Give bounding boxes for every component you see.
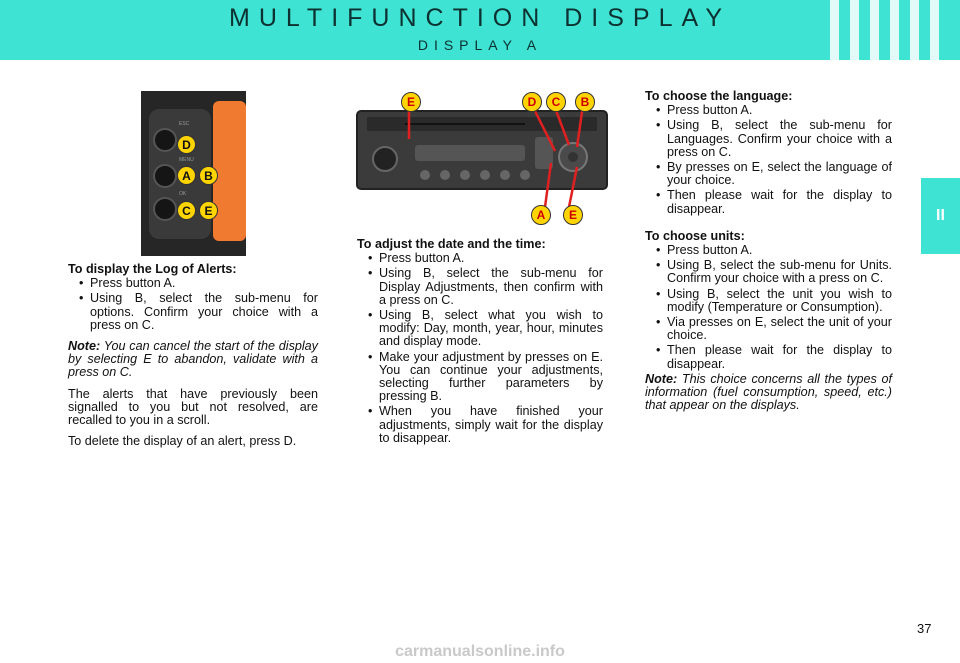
label-b-radio: B bbox=[575, 92, 595, 112]
page-header: MULTIFUNCTION DISPLAY DISPLAY A bbox=[0, 0, 960, 60]
page-subtitle: DISPLAY A bbox=[417, 37, 543, 53]
header-stripes bbox=[830, 0, 960, 60]
label-c-radio: C bbox=[546, 92, 566, 112]
page-number: 37 bbox=[917, 621, 932, 636]
radio-unit-photo bbox=[355, 89, 610, 235]
list-item: Press button A. bbox=[645, 104, 892, 118]
label-b: B bbox=[199, 166, 218, 185]
label-d: D bbox=[177, 135, 196, 154]
label-c: C bbox=[177, 201, 196, 220]
svg-text:OK: OK bbox=[179, 191, 187, 197]
column-date-time: To adjust the date and the time: Press b… bbox=[357, 237, 603, 453]
list-item: Using B, select the sub-menu for Languag… bbox=[645, 119, 892, 159]
list-item: Using B, select the sub-menu for Units. … bbox=[645, 259, 892, 286]
list-item: Using B, select the sub-menu for options… bbox=[68, 292, 318, 332]
note-units: Note: This choice concerns all the types… bbox=[645, 371, 892, 413]
column-log-of-alerts: To display the Log of Alerts: Press butt… bbox=[68, 262, 318, 456]
list-language: Press button A. Using B, select the sub-… bbox=[645, 104, 892, 216]
list-item: Using B, select the sub-menu for Display… bbox=[357, 267, 603, 307]
list-item: Press button A. bbox=[645, 243, 892, 257]
section-tab: II bbox=[921, 178, 960, 254]
list-item: Press button A. bbox=[68, 277, 318, 291]
heading-log-of-alerts: To display the Log of Alerts: bbox=[68, 262, 237, 276]
column-language-units: To choose the language: Press button A. … bbox=[645, 89, 892, 420]
label-e-radio: E bbox=[401, 92, 421, 112]
list-item: Using B, select what you wish to modify:… bbox=[357, 308, 603, 349]
list-log-of-alerts: Press button A. Using B, select the sub-… bbox=[68, 277, 318, 332]
label-e-radio-bottom: E bbox=[563, 205, 583, 225]
list-date-time: Press button A. Using B, select the sub-… bbox=[357, 252, 603, 445]
heading-date-time: To adjust the date and the time: bbox=[357, 237, 546, 251]
list-item: Then please wait for the display to disa… bbox=[645, 344, 892, 371]
page-title: MULTIFUNCTION DISPLAY bbox=[229, 4, 731, 32]
note-log-of-alerts: Note: You can cancel the start of the di… bbox=[68, 339, 318, 380]
paragraph-delete-alert: To delete the display of an alert, press… bbox=[68, 434, 297, 449]
heading-units: To choose units: bbox=[645, 228, 745, 243]
svg-text:MENU: MENU bbox=[179, 157, 194, 163]
label-a-radio: A bbox=[531, 205, 551, 225]
paragraph-alerts-recalled: The alerts that have previously been sig… bbox=[68, 386, 318, 428]
label-e: E bbox=[199, 201, 218, 220]
list-item: Press button A. bbox=[357, 252, 603, 266]
note-label: Note: bbox=[68, 339, 101, 354]
list-item: Using B, select the unit you wish to mod… bbox=[645, 287, 892, 314]
list-item: When you have finished your adjustments,… bbox=[357, 405, 603, 445]
label-d-radio: D bbox=[522, 92, 542, 112]
list-item: Make your adjustment by presses on E. Yo… bbox=[357, 350, 603, 404]
list-units: Press button A. Using B, select the sub-… bbox=[645, 243, 892, 371]
note-text: This choice concerns all the types of in… bbox=[645, 371, 892, 413]
list-item: By presses on E, select the language of … bbox=[645, 160, 892, 187]
note-label: Note: bbox=[645, 371, 678, 386]
watermark: carmanualsonline.info bbox=[395, 643, 565, 660]
label-a: A bbox=[177, 166, 196, 185]
list-item: Then please wait for the display to disa… bbox=[645, 189, 892, 216]
list-item: Via presses on E, select the unit of you… bbox=[645, 315, 892, 342]
note-text: You can cancel the start of the display … bbox=[68, 339, 318, 380]
heading-language: To choose the language: bbox=[645, 89, 793, 103]
svg-text:ESC: ESC bbox=[179, 121, 190, 127]
